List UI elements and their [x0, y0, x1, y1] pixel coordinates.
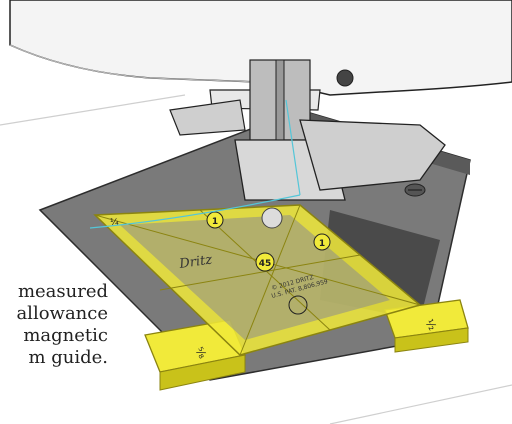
- ruler-marker-top: 1: [212, 217, 218, 227]
- caption-line-4: m guide.: [28, 347, 108, 368]
- caption-line-2: allowance: [16, 303, 108, 324]
- caption-line-3: magnetic: [23, 325, 108, 346]
- ruler-marker-right: 1: [319, 239, 325, 249]
- caption-line-1: measured: [17, 281, 108, 302]
- square-ruler: 45 1 1 Dritz © 2012 DRITZ U.S. PAT. 8,80…: [93, 204, 422, 356]
- thread: [89, 194, 301, 229]
- presser-foot: [169, 59, 446, 201]
- ruler-center-label: 45: [259, 259, 272, 269]
- ruler-brand: Dritz: [177, 253, 213, 273]
- edge-mark-top: ¼: [110, 218, 119, 228]
